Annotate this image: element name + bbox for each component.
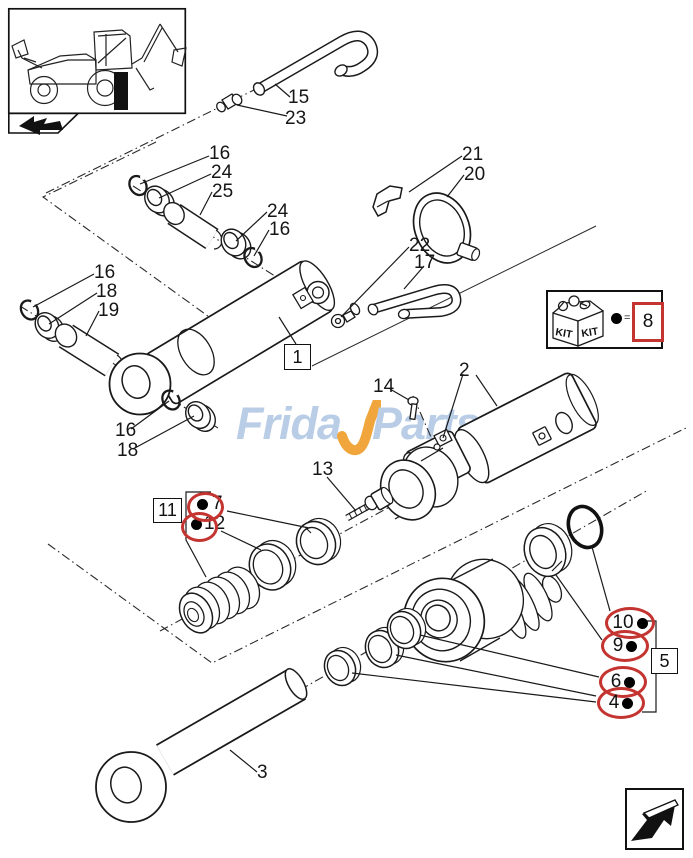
part-callout-16[interactable]: 16 — [209, 143, 231, 164]
part-callout-11-boxed[interactable]: 11 — [153, 498, 182, 523]
part-callout-16c[interactable]: 16 — [94, 262, 116, 283]
watermark-swoosh-icon — [337, 400, 382, 456]
nav-forward-button[interactable] — [625, 788, 684, 850]
part-callout-22[interactable]: 22 — [409, 235, 431, 256]
part-seal-12 — [248, 539, 297, 591]
part-callout-2[interactable]: 2 — [459, 360, 470, 381]
arrow-down-left-icon — [631, 799, 679, 841]
part-snap-ring-16a — [128, 174, 148, 197]
part-bushing-18b — [185, 400, 216, 433]
part-guide-11 — [178, 566, 261, 634]
kit-label-front: KIT — [554, 326, 573, 341]
part-callout-24b[interactable]: 24 — [267, 201, 289, 222]
callout-number: 9 — [612, 635, 624, 656]
part-gland — [379, 443, 459, 521]
part-seal-ring-c — [386, 607, 427, 650]
part-callout-9-ringed[interactable]: 9 — [601, 630, 649, 662]
part-seal-ring-a — [323, 646, 362, 687]
part-tube-15 — [252, 30, 379, 96]
callout-number: 4 — [608, 692, 620, 713]
part-callout-18[interactable]: 18 — [96, 281, 118, 302]
double-arrow-left-icon — [19, 116, 63, 135]
kit-label-side: KIT — [581, 325, 600, 340]
part-callout-13[interactable]: 13 — [312, 459, 334, 480]
kit-dot — [626, 640, 638, 652]
part-clamp-20 — [412, 192, 481, 264]
part-callout-1-boxed[interactable]: 1 — [284, 344, 311, 370]
part-callout-21[interactable]: 21 — [462, 144, 484, 165]
part-bolt-13 — [345, 486, 394, 522]
part-sleeve-2 — [454, 372, 599, 484]
part-pin-19 — [54, 323, 124, 377]
part-callout-15[interactable]: 15 — [288, 87, 310, 108]
part-callout-25[interactable]: 25 — [212, 181, 234, 202]
part-bracket-21 — [372, 185, 403, 217]
part-pin-25 — [163, 201, 223, 250]
kit-dot — [622, 697, 634, 709]
kit-dot-ring-12 — [181, 512, 218, 542]
kit-dot — [624, 676, 636, 688]
part-callout-3[interactable]: 3 — [257, 762, 268, 783]
part-callout-20[interactable]: 20 — [464, 164, 486, 185]
part-callout-4-ringed[interactable]: 4 — [597, 687, 645, 719]
part-callout-8-kit[interactable]: 8 — [632, 302, 664, 342]
part-split-bushing — [523, 523, 573, 578]
part-cylinder-1 — [108, 260, 336, 416]
part-fitting-23 — [216, 93, 243, 113]
part-callout-17[interactable]: 17 — [414, 252, 436, 273]
part-callout-14[interactable]: 14 — [373, 376, 395, 397]
part-callout-16d[interactable]: 16 — [115, 420, 137, 441]
part-seal-7 — [295, 517, 342, 566]
kit-box: KIT KIT — [546, 290, 663, 349]
machine-thumbnail — [7, 7, 187, 115]
part-bolt-14 — [407, 396, 419, 421]
part-o-ring — [566, 504, 604, 550]
kit-dot — [611, 313, 622, 324]
part-callout-24[interactable]: 24 — [211, 162, 233, 183]
part-callout-5-boxed[interactable]: 5 — [651, 648, 678, 674]
watermark: Frida Parts — [236, 398, 481, 460]
part-callout-19[interactable]: 19 — [98, 300, 120, 321]
part-rod-3 — [95, 668, 308, 823]
part-callout-16b[interactable]: 16 — [269, 219, 291, 240]
part-fitting-22 — [330, 302, 361, 329]
parts: KIT KIT — [19, 30, 663, 823]
kit-equals: = — [624, 312, 631, 324]
callout-number: 6 — [610, 671, 622, 692]
part-piston — [402, 558, 563, 663]
part-callout-18b[interactable]: 18 — [117, 440, 139, 461]
part-tube-17 — [367, 284, 462, 320]
nav-back-button[interactable] — [8, 112, 80, 136]
watermark-left: Frida — [236, 398, 342, 449]
kit-dot — [636, 617, 648, 629]
part-callout-23[interactable]: 23 — [285, 108, 307, 129]
callout-number: 10 — [612, 612, 634, 633]
part-bushing-24b — [220, 228, 252, 260]
